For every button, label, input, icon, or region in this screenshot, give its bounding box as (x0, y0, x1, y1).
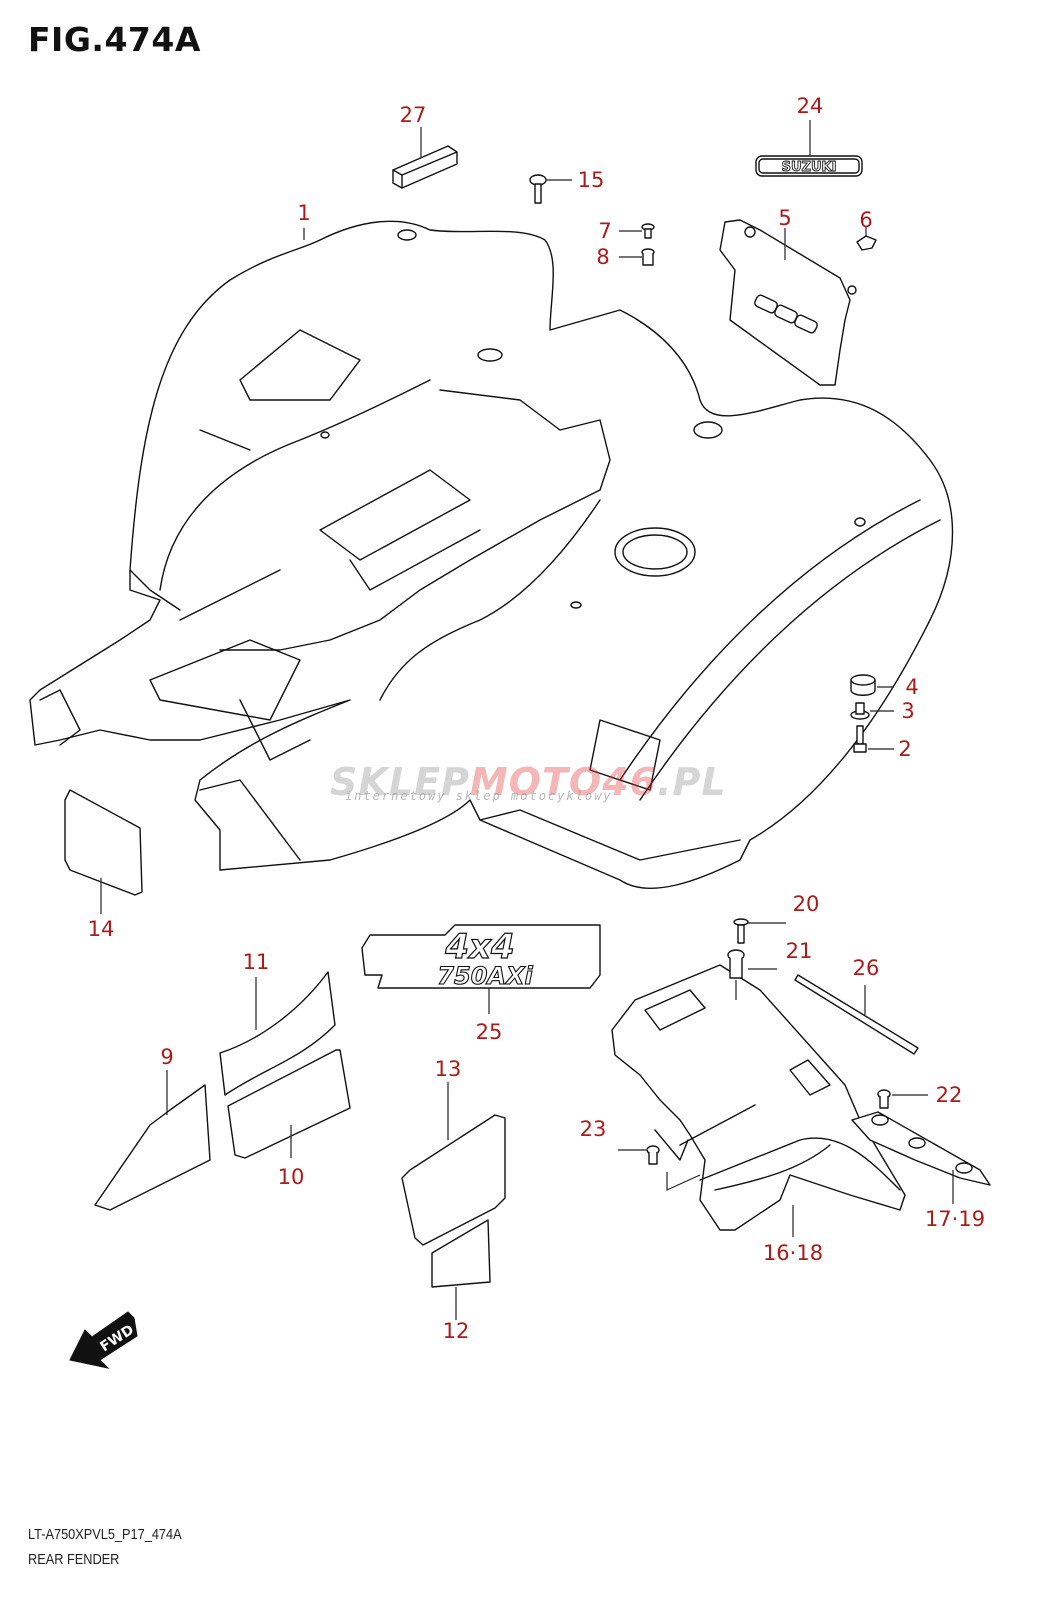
callout-6[interactable]: 6 (859, 208, 873, 232)
nut-part-8[interactable] (641, 248, 655, 266)
watermark-tagline: internetowy sklep motocyklowy (345, 789, 613, 803)
model-emblem-part-25[interactable]: 4x4 750AXi (361, 924, 601, 991)
screw-part-7[interactable] (641, 223, 655, 239)
decal-part-11[interactable] (219, 971, 336, 1096)
bracket-part-5[interactable] (719, 219, 857, 386)
callout-13[interactable]: 13 (434, 1057, 462, 1081)
callout-10[interactable]: 10 (277, 1165, 305, 1189)
emblem-4x4-text: 4x4 (444, 927, 514, 967)
callout-7[interactable]: 7 (598, 219, 612, 243)
cover-part-17-19[interactable] (851, 1111, 991, 1186)
watermark-part-3: 46 (602, 760, 658, 804)
callout-2[interactable]: 2 (898, 737, 912, 761)
watermark-part-2: MOTO (469, 760, 603, 804)
callout-8[interactable]: 8 (596, 245, 610, 269)
callout-12[interactable]: 12 (442, 1319, 470, 1343)
rear-fender-part-1[interactable] (29, 220, 954, 889)
callout-27[interactable]: 27 (399, 103, 427, 127)
watermark-part-4: .PL (657, 760, 727, 804)
callout-1[interactable]: 1 (297, 201, 311, 225)
screw-part-20[interactable] (733, 918, 749, 944)
clip-part-22[interactable] (877, 1089, 891, 1109)
clip-part-6[interactable] (856, 235, 877, 251)
callout-9[interactable]: 9 (160, 1045, 174, 1069)
emblem-750axi-text: 750AXi (437, 962, 533, 990)
callout-11[interactable]: 11 (242, 950, 270, 974)
model-code: LT-A750XPVL5_P17_474A (28, 1526, 182, 1543)
callout-23[interactable]: 23 (579, 1117, 607, 1141)
callout-24[interactable]: 24 (796, 94, 824, 118)
seal-strip-part-26[interactable] (794, 974, 919, 1055)
callout-21[interactable]: 21 (785, 939, 813, 963)
callout-15[interactable]: 15 (577, 168, 605, 192)
section-name: REAR FENDER (28, 1551, 120, 1568)
callout-25[interactable]: 25 (475, 1020, 503, 1044)
decal-part-9[interactable] (94, 1084, 211, 1211)
figure-title: FIG.474A (28, 20, 201, 59)
decal-part-10[interactable] (227, 1049, 351, 1159)
callout-5[interactable]: 5 (778, 206, 792, 230)
bolt-part-2[interactable] (853, 725, 867, 753)
clip-part-23[interactable] (646, 1145, 660, 1165)
screw-part-15[interactable] (529, 174, 547, 204)
forward-direction-arrow-icon: FWD (69, 1311, 138, 1369)
leader-line-23-mount (666, 1172, 701, 1191)
nut-part-21[interactable] (727, 949, 745, 979)
watermark-part-1: SKLEP (330, 760, 470, 804)
decal-part-12[interactable] (431, 1219, 491, 1288)
suzuki-emblem-text: SUZUKI (782, 160, 837, 175)
decal-part-14[interactable] (64, 789, 143, 896)
cushion-part-4[interactable] (850, 674, 876, 696)
callout-22[interactable]: 22 (935, 1083, 963, 1107)
suzuki-emblem-part-24[interactable]: SUZUKI (755, 155, 863, 177)
block-part-27[interactable] (392, 145, 458, 189)
collar-part-3[interactable] (850, 702, 870, 720)
decal-part-13[interactable] (401, 1114, 506, 1246)
callout-4[interactable]: 4 (905, 675, 919, 699)
callout-26[interactable]: 26 (852, 956, 880, 980)
callout-14[interactable]: 14 (87, 917, 115, 941)
watermark-logo: SKLEPMOTO46.PL (330, 760, 727, 804)
callout-20[interactable]: 20 (792, 892, 820, 916)
callout-3[interactable]: 3 (901, 699, 915, 723)
callout-16-18[interactable]: 16·18 (762, 1241, 824, 1265)
callout-17-19[interactable]: 17·19 (924, 1207, 986, 1231)
mud-guard-part-16-18[interactable] (611, 964, 906, 1231)
